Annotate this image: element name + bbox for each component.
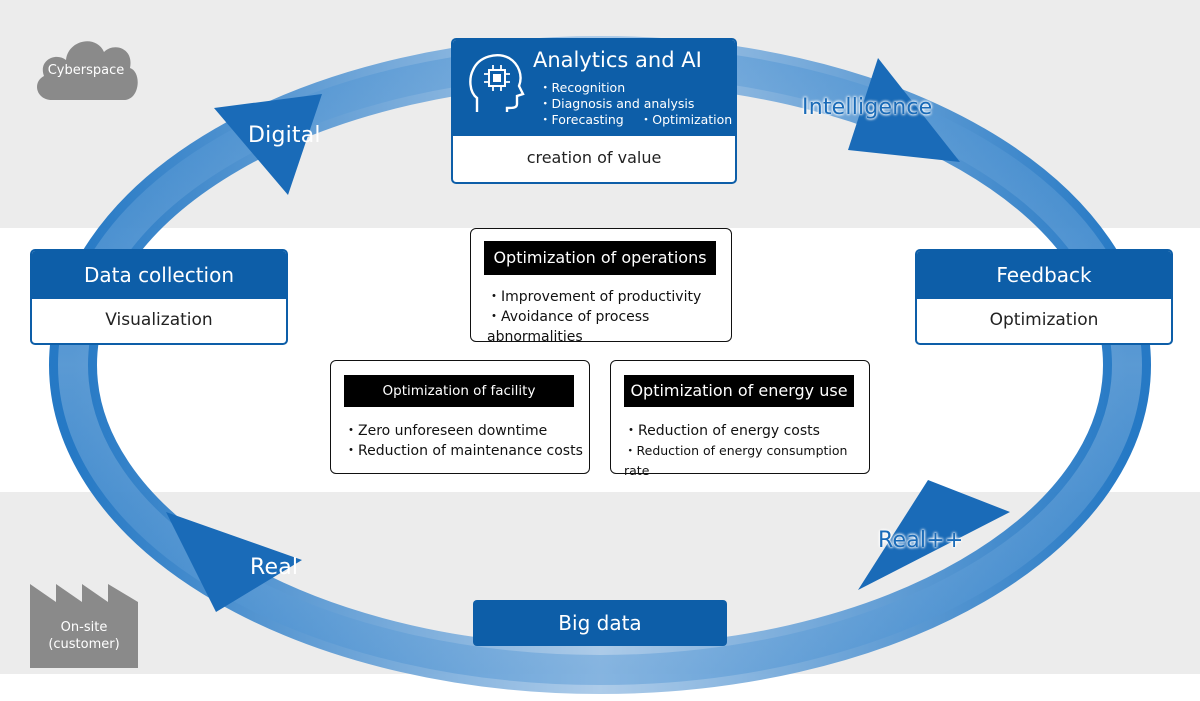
data-collection-title: Data collection (32, 251, 286, 299)
factory-icon (30, 584, 138, 668)
analytics-item: ・Forecasting (539, 112, 624, 127)
facility-box: Optimization of facility management Zero… (330, 360, 590, 474)
cyberspace-label: Cyberspace (47, 63, 125, 78)
onsite-label-line2: (customer) (48, 637, 120, 652)
data-collection-footer: Visualization (105, 310, 213, 330)
intelligence-arrowhead (848, 58, 960, 162)
big-data-title: Big data (558, 611, 642, 635)
analytics-ai-list: ・Recognition ・Diagnosis and analysis ・Fo… (539, 80, 732, 128)
energy-list: Reduction of energy costs Reduction of e… (624, 421, 869, 481)
data-collection-card: Data collection Visualization (30, 249, 288, 345)
operations-item: Improvement of productivity (487, 287, 731, 307)
intelligence-label: Intelligence (802, 95, 933, 120)
big-data-card: Big data (473, 600, 727, 646)
energy-item: Reduction of energy costs (624, 421, 869, 441)
operations-box: Optimization of operations Improvement o… (470, 228, 732, 345)
facility-title: Optimization of facility management (344, 375, 574, 431)
feedback-footer: Optimization (989, 310, 1099, 330)
real-plus-arrowhead (858, 480, 1010, 590)
analytics-ai-card: Analytics and AI ・Recognition ・Diagnosis… (451, 38, 737, 184)
analytics-item: ・Recognition (539, 80, 626, 95)
operations-item: Avoidance of process abnormalities (487, 307, 731, 347)
cloud-icon (37, 41, 138, 100)
energy-box: Optimization of energy use Reduction of … (610, 360, 870, 478)
real-plus-label: Real++ (878, 528, 964, 553)
analytics-item: ・Diagnosis and analysis (539, 96, 695, 111)
analytics-ai-header: Analytics and AI ・Recognition ・Diagnosis… (453, 40, 735, 136)
energy-title: Optimization of energy use (624, 375, 854, 407)
real-arrowhead (166, 512, 302, 612)
operations-title: Optimization of operations (484, 241, 716, 275)
digital-arrowhead (214, 94, 322, 195)
ai-head-icon (469, 54, 525, 112)
analytics-ai-title: Analytics and AI (533, 48, 702, 72)
facility-item: Zero unforeseen downtime (344, 421, 583, 441)
feedback-card: Feedback Optimization (915, 249, 1173, 345)
onsite-label: On-site (customer) (30, 619, 138, 653)
operations-list: Improvement of productivity Avoidance of… (487, 287, 731, 347)
facility-item: Reduction of maintenance costs (344, 441, 583, 461)
digital-label: Digital (248, 123, 321, 148)
analytics-item: ・Optimization (639, 112, 733, 127)
onsite-label-line1: On-site (60, 620, 108, 635)
feedback-title: Feedback (917, 251, 1171, 299)
analytics-ai-footer: creation of value (526, 148, 662, 167)
energy-item: Reduction of energy consumption rate (624, 441, 869, 481)
real-label: Real (250, 555, 299, 580)
facility-list: Zero unforeseen downtime Reduction of ma… (344, 421, 583, 461)
